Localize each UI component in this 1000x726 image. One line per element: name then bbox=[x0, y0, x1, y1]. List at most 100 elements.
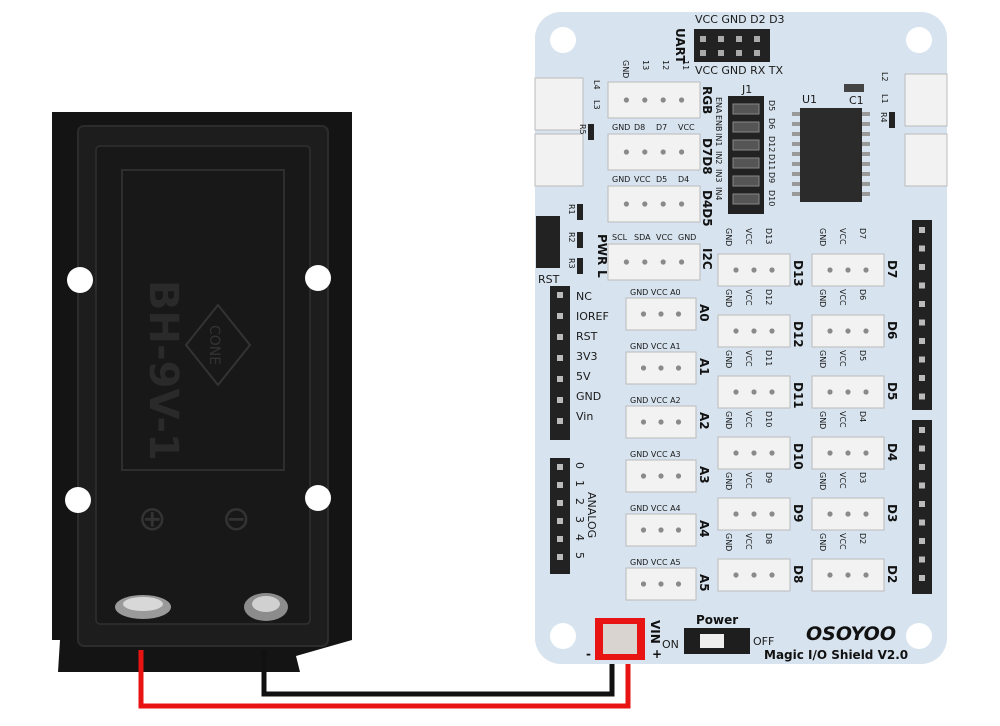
pin-hole bbox=[675, 419, 682, 425]
header-pin bbox=[557, 500, 563, 506]
pin-hole bbox=[769, 572, 775, 578]
resistor-label: R4 bbox=[879, 112, 888, 123]
digital-pin-label: GND bbox=[818, 350, 827, 368]
digital-pin-label: D12 bbox=[764, 289, 773, 305]
digital-port-name: D8 bbox=[791, 565, 805, 583]
pin-hole bbox=[769, 450, 775, 456]
j1-jumper-cap[interactable] bbox=[732, 139, 760, 151]
pin-hole bbox=[658, 527, 664, 533]
port-d7d8[interactable] bbox=[607, 133, 701, 171]
led-label-l4: L4 bbox=[592, 80, 601, 90]
magic-io-shield: VCC GND D2 D3 UART VCC GND RX TX J1 ENAE… bbox=[534, 12, 948, 664]
plus-symbol: ⊕ bbox=[138, 499, 167, 539]
uart-pin bbox=[700, 36, 706, 42]
port-rgb[interactable] bbox=[607, 81, 701, 119]
pin-hole bbox=[679, 149, 685, 155]
header-pin bbox=[919, 427, 925, 433]
analog-pin-label: 5 bbox=[573, 552, 586, 559]
u1-pin bbox=[792, 112, 800, 116]
header-pin bbox=[919, 245, 925, 252]
analog-port-pin-label: GND VCC A2 bbox=[630, 396, 681, 405]
u1-pin bbox=[792, 152, 800, 156]
port-name-label: D4D5 bbox=[700, 190, 714, 227]
board-name: Magic I/O Shield V2.0 bbox=[764, 648, 908, 662]
digital-pin-label: VCC bbox=[744, 472, 753, 489]
pwr-label: PWR bbox=[595, 234, 609, 265]
pin-hole bbox=[660, 201, 666, 207]
j1-right-pin-label: D11 bbox=[767, 154, 776, 170]
negative-wire bbox=[261, 650, 615, 697]
u1-pin bbox=[862, 112, 870, 116]
pin-hole bbox=[660, 259, 666, 265]
port-pin-label: GND bbox=[678, 233, 696, 242]
j1-jumper-cap[interactable] bbox=[732, 193, 760, 205]
j1-right-pin-label: D12 bbox=[767, 136, 776, 152]
power-switch-knob[interactable] bbox=[700, 634, 724, 648]
power-pin-label: Vin bbox=[576, 410, 593, 423]
pin-hole bbox=[751, 389, 757, 395]
resistor bbox=[588, 124, 594, 140]
pin-hole bbox=[623, 149, 630, 155]
header-pin bbox=[919, 338, 925, 344]
u1-pin bbox=[792, 182, 800, 186]
pin-hole bbox=[751, 572, 757, 578]
j1-jumper-cap[interactable] bbox=[732, 175, 760, 187]
j1-jumper-cap[interactable] bbox=[732, 157, 760, 169]
header-pin bbox=[919, 393, 925, 400]
resistor bbox=[577, 232, 583, 248]
u1-label: U1 bbox=[802, 93, 817, 106]
j1-right-pin-label: D10 bbox=[767, 190, 776, 206]
vin-minus: - bbox=[586, 647, 591, 661]
header-pin bbox=[919, 375, 925, 381]
led-label-l2: L2 bbox=[880, 72, 889, 82]
digital-port-name: D6 bbox=[885, 321, 899, 339]
uart-pin bbox=[736, 36, 742, 42]
uart-label: UART bbox=[673, 28, 687, 64]
header-pin bbox=[557, 376, 563, 382]
board-hole bbox=[550, 27, 576, 53]
led-connector-l2 bbox=[904, 73, 948, 127]
resistor bbox=[889, 112, 895, 128]
led-connector-l3 bbox=[534, 133, 584, 187]
u1-pin bbox=[862, 152, 870, 156]
port-name-label: RGB bbox=[700, 86, 714, 114]
pin-hole bbox=[751, 511, 757, 517]
digital-pin-label: D13 bbox=[764, 228, 773, 244]
analog-port-name: A4 bbox=[697, 520, 711, 538]
pin-hole bbox=[863, 511, 869, 517]
pin-hole bbox=[827, 450, 833, 456]
pin-hole bbox=[827, 511, 833, 517]
digital-pin-label: VCC bbox=[744, 533, 753, 550]
analog-pin-label: 3 bbox=[573, 516, 586, 523]
port-i2c[interactable] bbox=[607, 243, 701, 281]
vin-terminal-block bbox=[603, 624, 637, 654]
mount-hole-bottom-left bbox=[65, 487, 91, 513]
port-pin-label: 13 bbox=[641, 60, 650, 70]
u1-pin bbox=[862, 192, 870, 196]
digital-pin-label: VCC bbox=[838, 350, 847, 367]
j1-left-pin-label: IN1 bbox=[714, 133, 723, 146]
digital-pin-label: GND bbox=[818, 472, 827, 490]
header-pin bbox=[919, 356, 925, 363]
rst-button[interactable] bbox=[536, 216, 560, 268]
power-pin-label: NC bbox=[576, 290, 592, 303]
header-pin bbox=[557, 292, 563, 298]
pin-hole bbox=[640, 581, 647, 587]
port-pin-label: GND bbox=[612, 175, 630, 184]
header-pin bbox=[557, 482, 563, 488]
digital-pin-label: D2 bbox=[858, 533, 867, 544]
pin-hole bbox=[845, 511, 851, 517]
analog-port-pin-label: GND VCC A3 bbox=[630, 450, 681, 459]
j1-jumper-cap[interactable] bbox=[732, 121, 760, 133]
u1-pin bbox=[792, 142, 800, 146]
port-name-label: D7D8 bbox=[700, 138, 714, 175]
pin-hole bbox=[827, 267, 833, 273]
j1-left-pin-label: ENB bbox=[714, 115, 723, 132]
pin-hole bbox=[675, 581, 682, 587]
j1-label: J1 bbox=[741, 83, 752, 96]
port-d4d5[interactable] bbox=[607, 185, 701, 223]
j1-jumper-cap[interactable] bbox=[732, 103, 760, 115]
header-pin bbox=[557, 518, 563, 524]
digital-pin-label: GND bbox=[724, 350, 733, 368]
